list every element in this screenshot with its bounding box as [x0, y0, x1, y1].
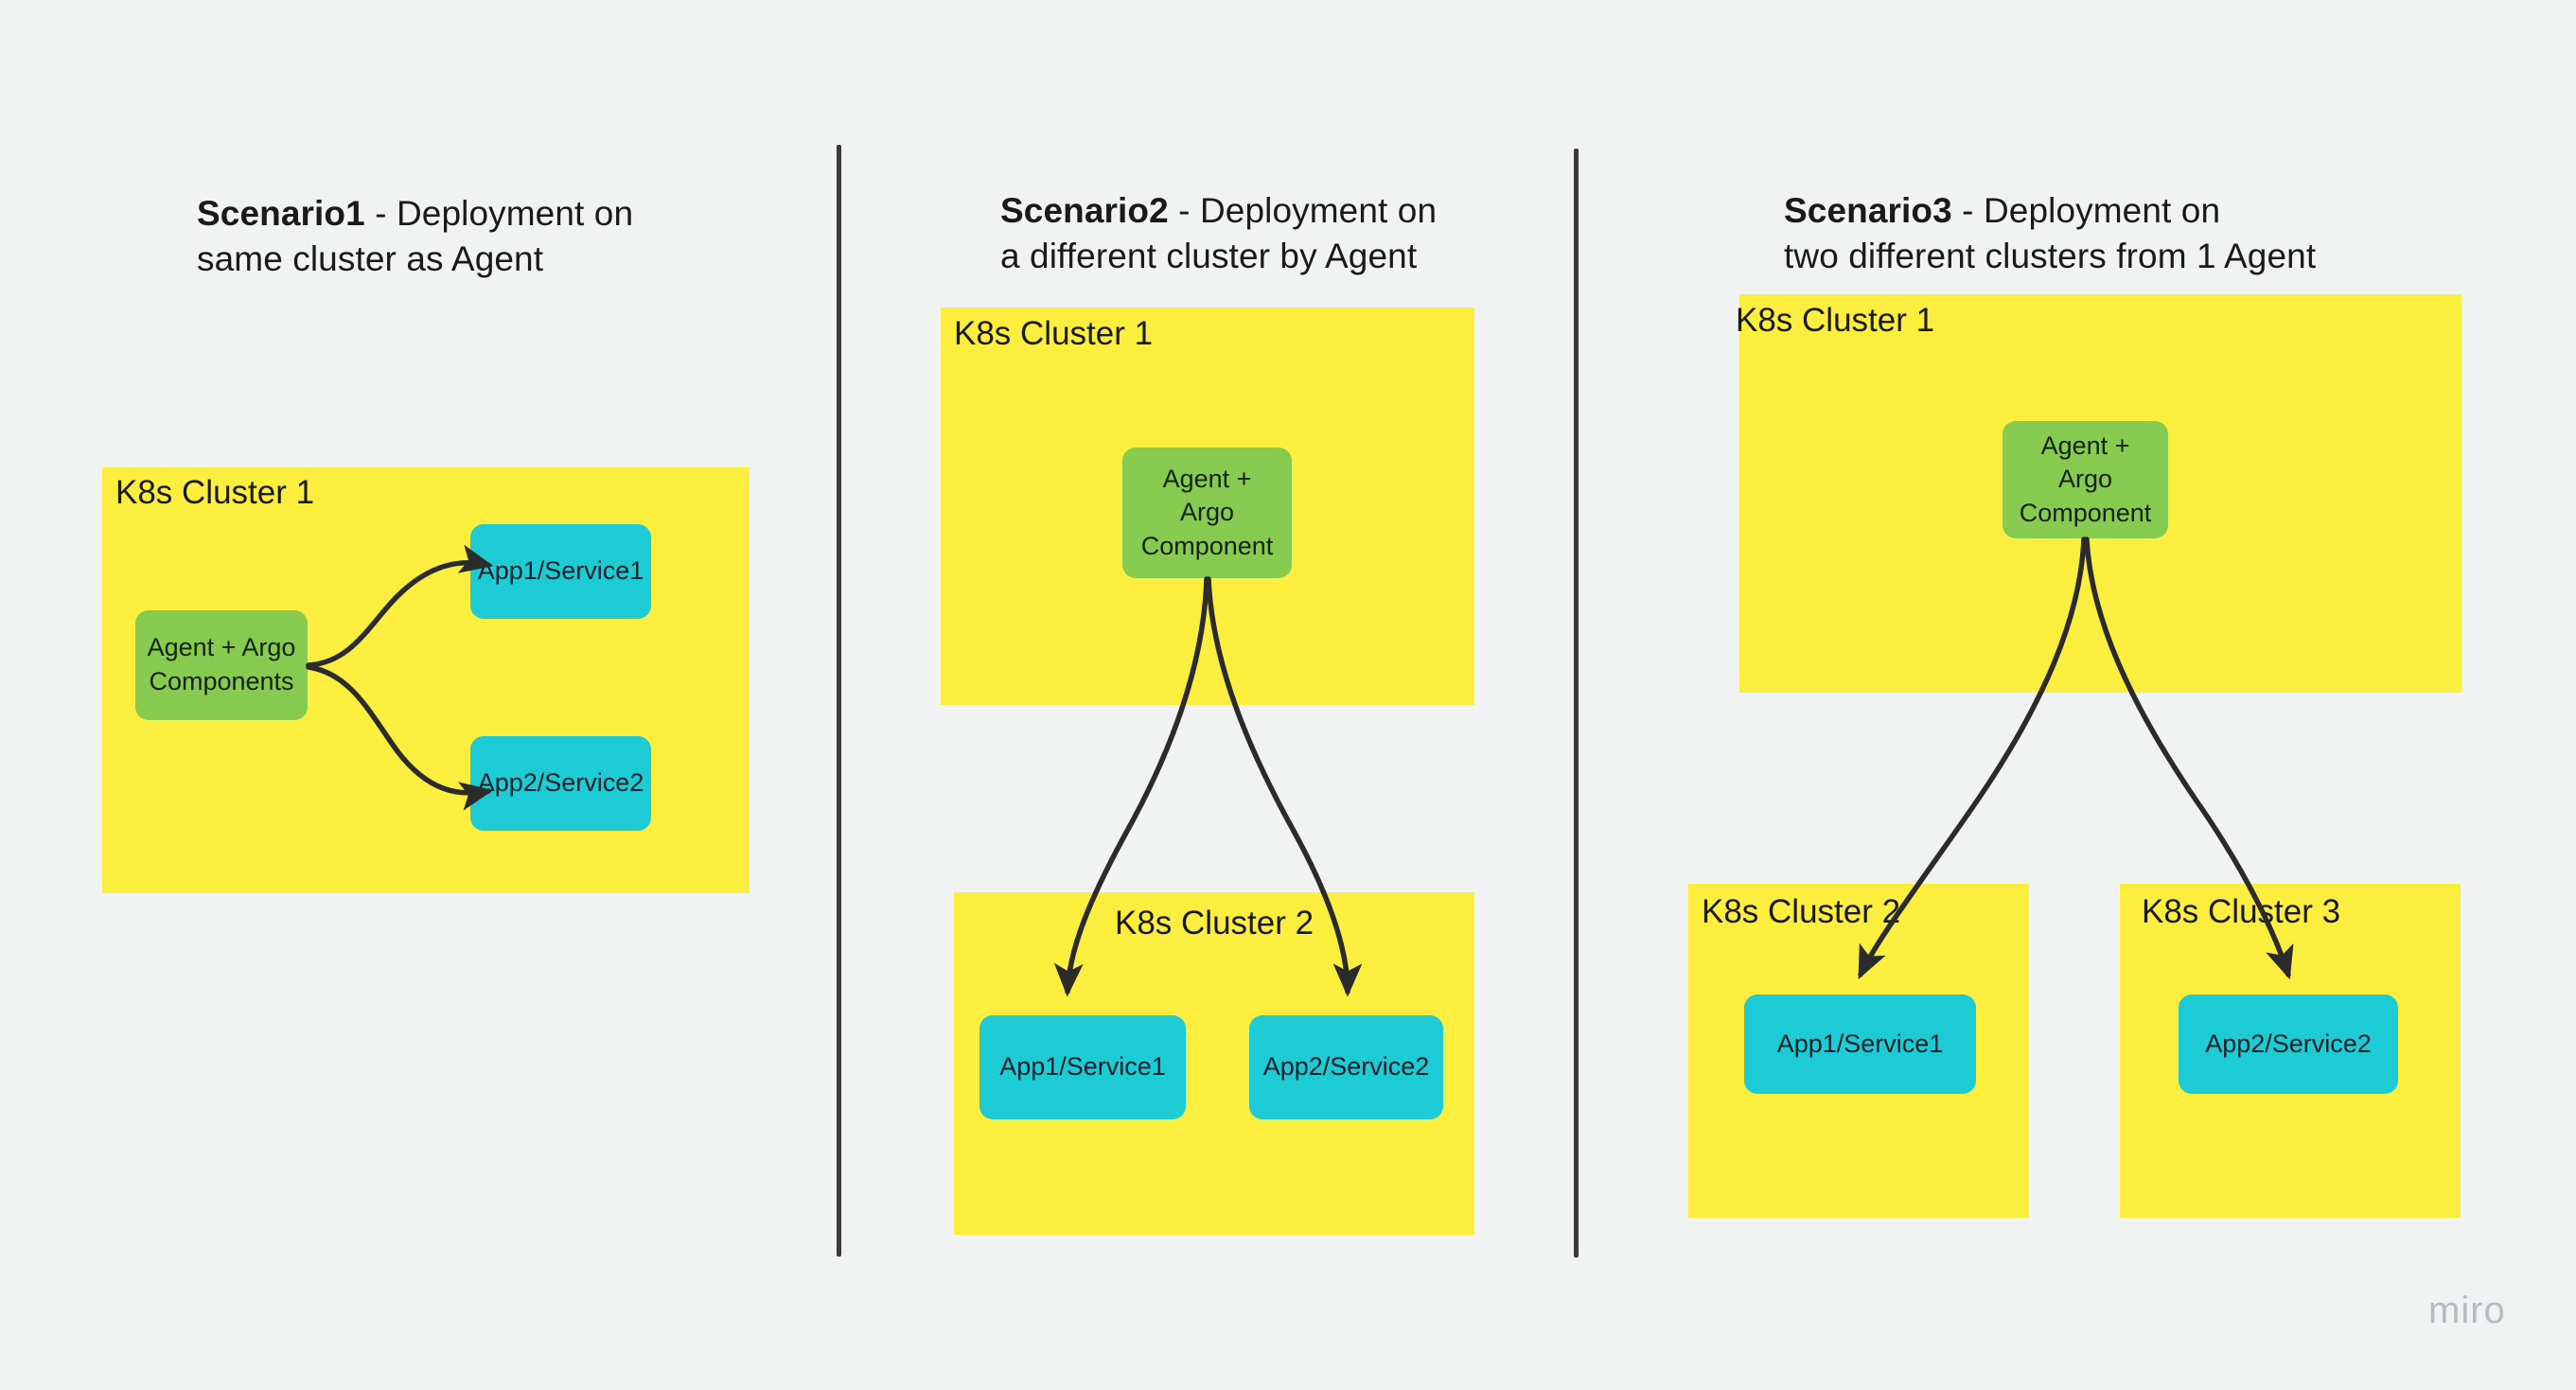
node-s1-agent[interactable]: Agent + Argo Components [135, 610, 308, 720]
scenario3-title-strong: Scenario3 [1784, 191, 1952, 231]
divider-scenario1-scenario2 [837, 145, 841, 1257]
node-s2-app1[interactable]: App1/Service1 [979, 1015, 1186, 1119]
node-s3-agent[interactable]: Agent + Argo Component [2003, 421, 2168, 538]
node-s3-app2[interactable]: App2/Service2 [2179, 994, 2398, 1094]
cluster-label-s3-cluster3: K8s Cluster 3 [2142, 893, 2341, 930]
node-s1-app1[interactable]: App1/Service1 [470, 524, 651, 619]
scenario2-title: Scenario2 - Deployment on a different cl… [1000, 144, 1606, 278]
miro-watermark: miro [2428, 1290, 2506, 1331]
node-s3-app1[interactable]: App1/Service1 [1744, 994, 1976, 1094]
scenario3-title-rest: - Deployment on two different clusters f… [1784, 191, 2317, 275]
node-s1-app2[interactable]: App2/Service2 [470, 736, 651, 831]
cluster-label-s1-cluster1: K8s Cluster 1 [115, 474, 315, 511]
divider-scenario2-scenario3 [1574, 149, 1579, 1258]
node-s2-app2[interactable]: App2/Service2 [1249, 1015, 1443, 1119]
scenario3-title: Scenario3 - Deployment on two different … [1784, 144, 2446, 278]
scenario2-title-strong: Scenario2 [1000, 191, 1169, 231]
node-s2-agent[interactable]: Agent + Argo Component [1122, 448, 1292, 578]
scenario1-title: Scenario1 - Deployment on same cluster a… [197, 147, 784, 281]
cluster-label-s2-cluster1: K8s Cluster 1 [954, 315, 1154, 352]
cluster-label-s2-cluster2: K8s Cluster 2 [1115, 905, 1314, 941]
scenario1-title-rest: - Deployment on same cluster as Agent [197, 194, 634, 278]
scenario1-title-strong: Scenario1 [197, 194, 365, 234]
cluster-label-s3-cluster1: K8s Cluster 1 [1736, 302, 1935, 339]
scenario2-title-rest: - Deployment on a different cluster by A… [1000, 191, 1438, 275]
cluster-label-s3-cluster2: K8s Cluster 2 [1702, 893, 1901, 930]
